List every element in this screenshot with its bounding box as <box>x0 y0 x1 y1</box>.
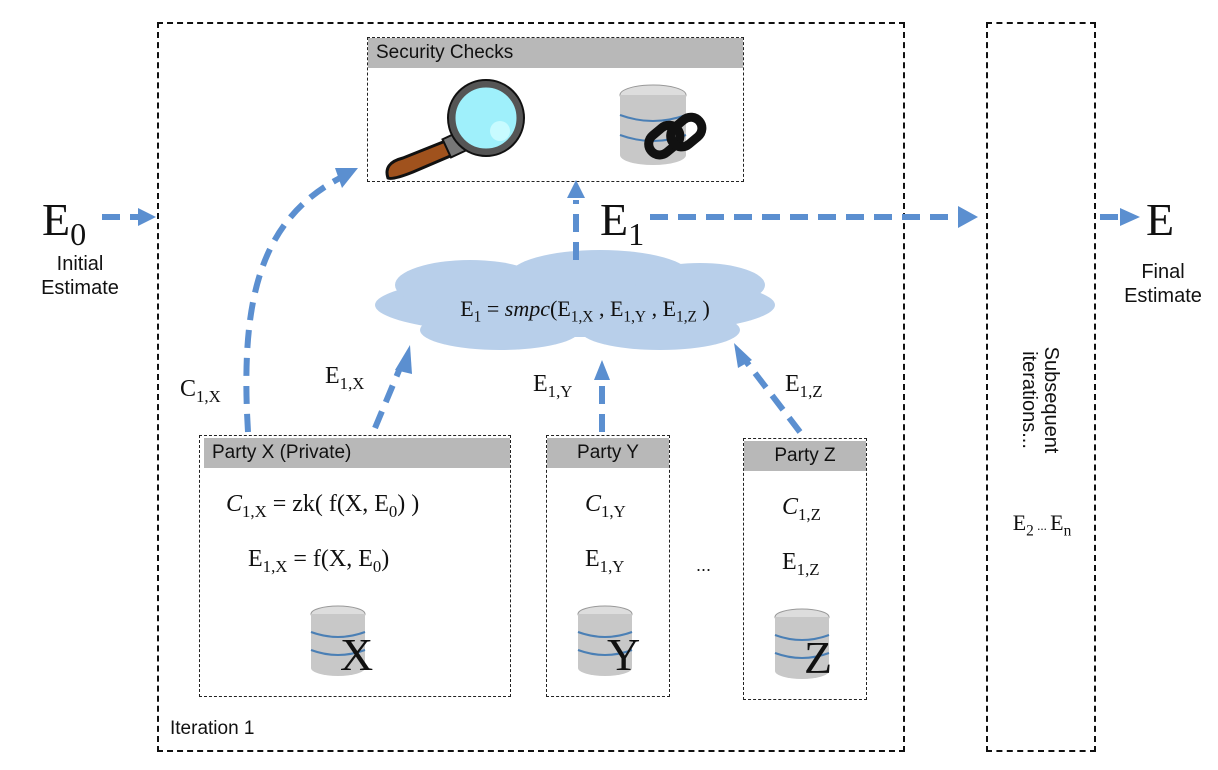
party-ellipsis: ... <box>696 555 712 575</box>
party-x-title: Party X (Private) <box>204 438 510 468</box>
arrowhead-security <box>567 180 585 198</box>
party-z-commitment: C1,Z <box>782 494 821 524</box>
arrowhead-initial <box>138 208 156 226</box>
party-y-db-letter: Y <box>607 629 641 680</box>
arrowhead-e1x <box>395 345 412 374</box>
database-link-icon <box>619 84 707 165</box>
initial-estimate-symbol: E0 <box>42 194 87 253</box>
party-x-commitment: C1,X = zk( f(X, E0) ) <box>226 491 420 521</box>
arrow-e1z <box>742 358 803 434</box>
party-z-db-letter: Z <box>804 632 833 683</box>
label-e1x: E1,X <box>325 363 365 393</box>
party-z-database-icon: Z <box>772 607 842 684</box>
party-y-estimate: E1,Y <box>585 546 625 576</box>
label-e1z: E1,Z <box>785 371 823 401</box>
iteration-1-box <box>157 22 905 752</box>
party-z-title: Party Z <box>744 441 866 471</box>
security-checks-title: Security Checks <box>368 38 743 68</box>
party-y-commitment: C1,Y <box>585 491 626 521</box>
party-y-title: Party Y <box>547 438 669 468</box>
arrow-e1x <box>372 366 403 430</box>
party-z-estimate: E1,Z <box>782 549 820 579</box>
label-e1y: E1,Y <box>533 371 573 401</box>
e1-output-symbol: E1 <box>600 194 645 253</box>
subsequent-range: E2 ... En <box>1012 510 1072 540</box>
party-x-database-icon: X <box>308 604 378 681</box>
security-checks-box: Security Checks <box>367 37 744 182</box>
arrow-c1x <box>243 175 342 433</box>
final-estimate-symbol: E <box>1146 194 1175 245</box>
iteration-label: Iteration 1 <box>170 718 255 739</box>
subsequent-iterations-box <box>986 22 1096 752</box>
party-y-database-icon: Y <box>575 604 645 681</box>
party-x-box: Party X (Private) C1,X = zk( f(X, E0) ) … <box>199 435 511 697</box>
party-x-db-letter: X <box>340 629 374 680</box>
party-z-box: Party Z C1,Z E1,Z Z <box>743 438 867 700</box>
arrowhead-c1x <box>335 168 358 188</box>
arrowhead-e1-next <box>958 206 978 228</box>
label-c1x: C1,X <box>180 376 221 406</box>
magnifier-icon <box>385 79 525 180</box>
party-y-box: Party Y C1,Y E1,Y Y <box>546 435 670 697</box>
arrowhead-e1y <box>594 360 610 380</box>
party-x-estimate: E1,X = f(X, E0) <box>248 546 390 576</box>
arrowhead-e1z <box>734 343 752 368</box>
arrowhead-final <box>1120 208 1140 226</box>
smpc-formula: E1 = smpc(E1,X , E1,Y , E1,Z ) <box>460 296 710 326</box>
smpc-cloud <box>375 250 775 350</box>
